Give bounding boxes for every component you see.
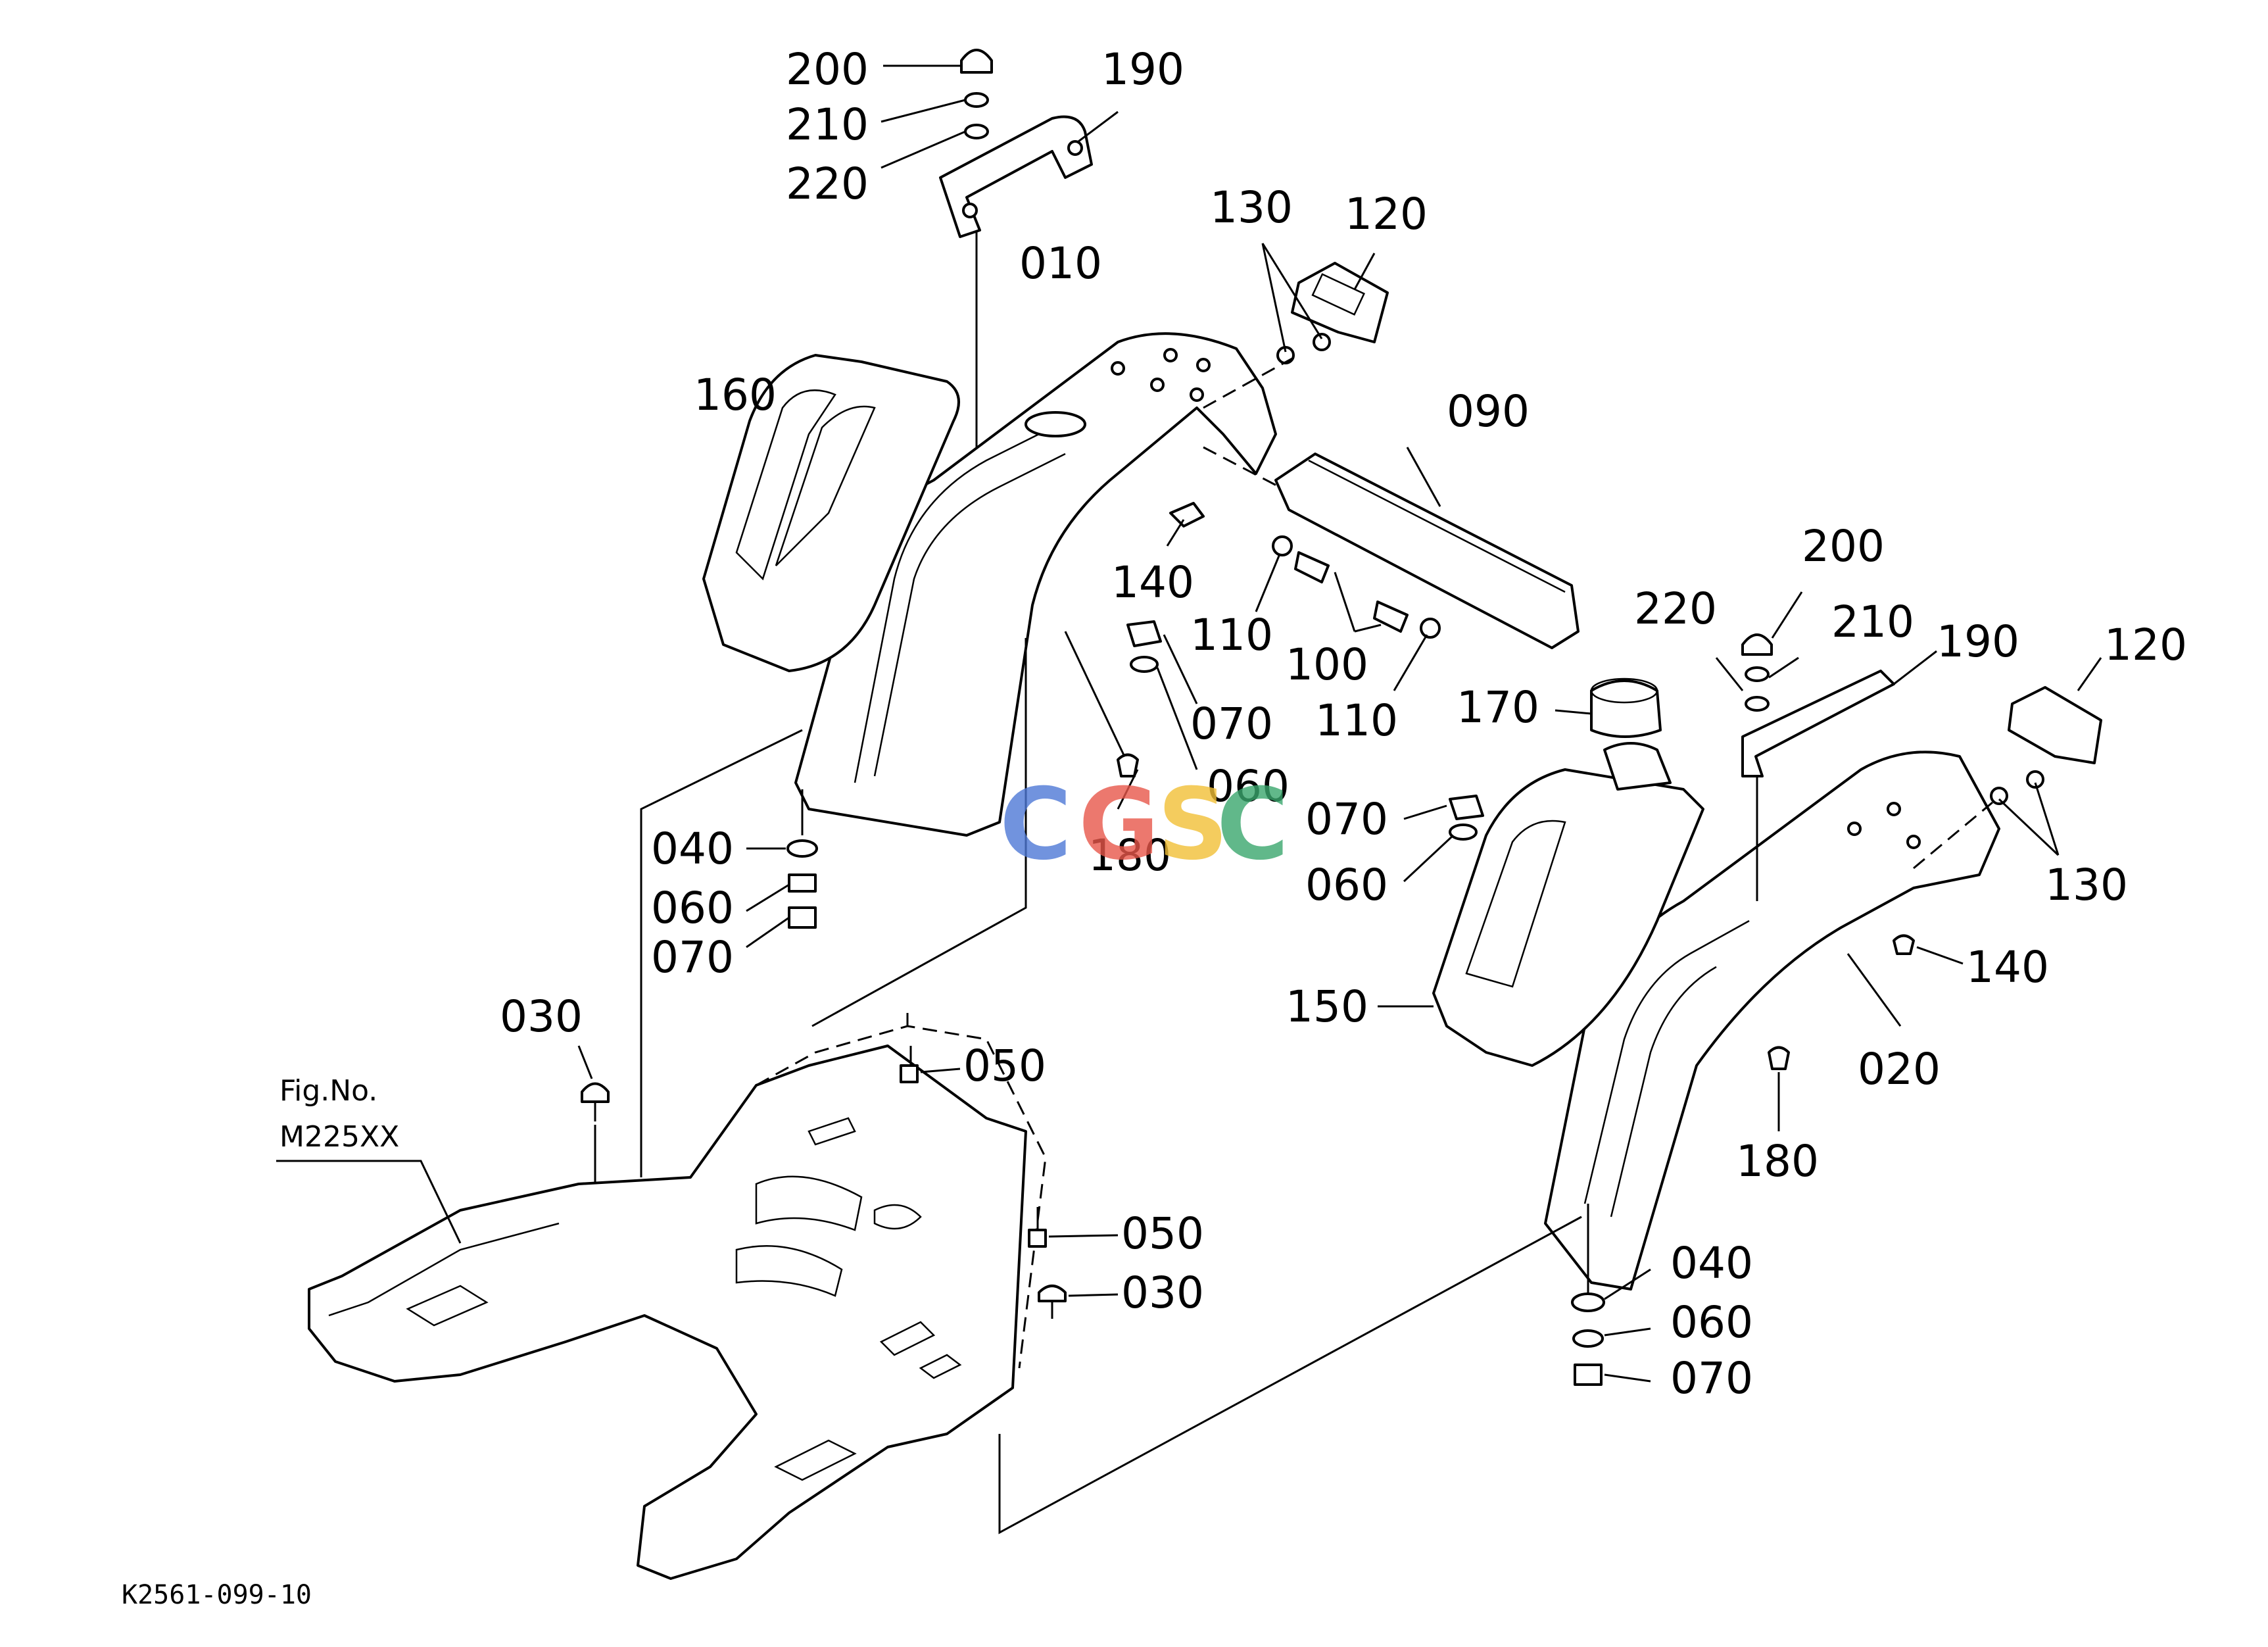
callout: 090 xyxy=(1447,386,1530,437)
callout: 070 xyxy=(1670,1353,1753,1404)
callout: 060 xyxy=(1670,1297,1753,1348)
callout: 140 xyxy=(1966,942,2049,993)
watermark-letter: C xyxy=(1000,768,1072,882)
callout: 150 xyxy=(1286,981,1368,1032)
callout: 120 xyxy=(1345,189,1428,239)
callout: 200 xyxy=(1802,521,1885,572)
watermark-letter: S xyxy=(1157,768,1228,882)
rear-panel-090 xyxy=(1203,446,1580,649)
callout: 190 xyxy=(1101,44,1184,95)
callout: 060 xyxy=(651,883,734,933)
callout: 220 xyxy=(786,159,869,209)
callout: 210 xyxy=(1831,597,1914,647)
callout: 180 xyxy=(1736,1136,1819,1187)
callout: 030 xyxy=(500,991,583,1042)
right-lamp-120 xyxy=(1913,657,2102,870)
right-grab-handle-190 xyxy=(1715,591,1937,901)
filler-neck-170 xyxy=(1555,677,1662,738)
right-side-fasteners xyxy=(1378,795,1964,1131)
callout: 130 xyxy=(1210,182,1293,233)
fig-ref-line1: Fig.No. xyxy=(279,1074,377,1108)
drawing-id: K2561-099-10 xyxy=(122,1580,312,1610)
callout: 130 xyxy=(2045,860,2128,910)
callout: 010 xyxy=(1019,238,1102,289)
floor-frame xyxy=(308,1025,1047,1580)
callout: 110 xyxy=(1315,695,1398,746)
rear-panel-fasteners xyxy=(1166,502,1441,691)
callout-labels: 200 210 220 190 010 160 130 120 090 140 … xyxy=(500,44,2187,1404)
fig-ref-line2: M225XX xyxy=(279,1120,399,1154)
left-mid-nut-stack xyxy=(1064,620,1198,810)
callout: 220 xyxy=(1634,583,1717,634)
left-cap-stack xyxy=(881,49,1119,447)
left-step-160 xyxy=(702,354,960,672)
callout: 040 xyxy=(651,823,734,874)
callout: 030 xyxy=(1121,1267,1204,1318)
right-step-150 xyxy=(1432,742,1704,1067)
callout: 140 xyxy=(1111,557,1194,608)
callout: 120 xyxy=(2104,620,2187,670)
left-lower-washer-stack xyxy=(746,789,818,948)
callout: 070 xyxy=(1190,699,1273,749)
callout: 060 xyxy=(1305,860,1388,910)
callout: 050 xyxy=(1121,1208,1204,1259)
watermark-letter: G xyxy=(1078,768,1159,882)
callout: 170 xyxy=(1457,682,1539,733)
callout: 100 xyxy=(1286,639,1368,690)
callout: 070 xyxy=(651,932,734,983)
callout: 200 xyxy=(786,44,869,95)
callout: 180 xyxy=(1088,830,1171,881)
watermark-letter: C xyxy=(1217,768,1289,882)
assembly-leader-lines xyxy=(276,638,1582,1535)
callout: 070 xyxy=(1305,794,1388,845)
left-grab-handle-190 xyxy=(939,115,1093,238)
callout: 110 xyxy=(1190,610,1273,660)
watermark-logo: C G S C xyxy=(1000,768,1289,882)
floor-bolts xyxy=(577,1045,1119,1319)
callout: 190 xyxy=(1937,616,2019,667)
callout: 050 xyxy=(963,1041,1046,1091)
callout: 210 xyxy=(786,99,869,150)
figure-reference: Fig.No. M225XX xyxy=(279,1074,399,1154)
callout: 160 xyxy=(694,370,777,420)
callout: 040 xyxy=(1670,1238,1753,1289)
callout: 020 xyxy=(1858,1044,1941,1094)
right-lower-washer-stack xyxy=(1571,1204,1651,1386)
left-lamp-120 xyxy=(1203,243,1389,409)
callout: 060 xyxy=(1207,761,1290,812)
